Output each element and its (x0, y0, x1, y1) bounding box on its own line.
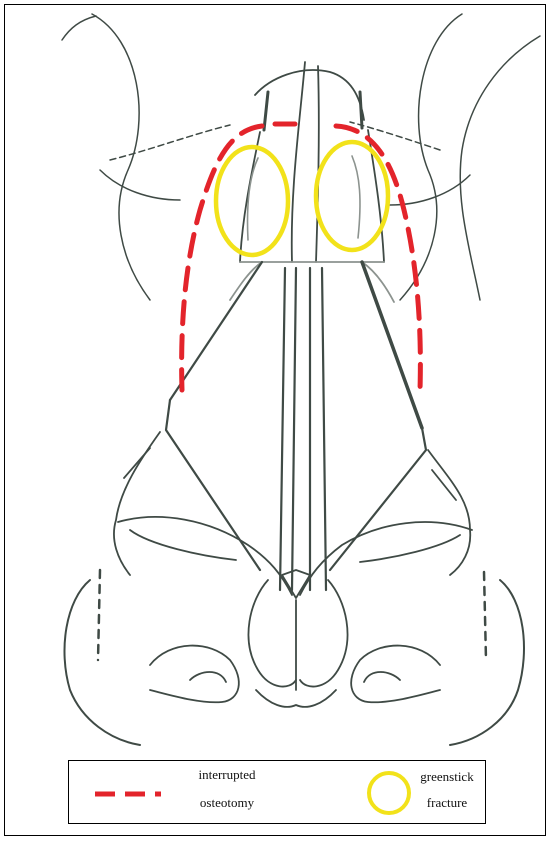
nasal-bone-outline (230, 62, 394, 302)
right-osteotomy-line (336, 126, 420, 390)
left-osteotomy-line (182, 126, 262, 390)
osteotomy-legend-line1: interrupted (177, 767, 277, 782)
osteotomy-legend-swatch (93, 787, 163, 801)
fracture-legend-line2: fracture (409, 795, 485, 810)
osteotomy-legend-line2: osteotomy (177, 795, 277, 810)
cartilage-outline (166, 262, 426, 590)
left-fracture-circle (216, 147, 288, 255)
fracture-legend-line1: greenstick (409, 769, 485, 784)
legend: interrupted osteotomy greenstick fractur… (68, 760, 486, 824)
fracture-legend-swatch (365, 769, 413, 817)
orbit-outline (62, 14, 540, 300)
